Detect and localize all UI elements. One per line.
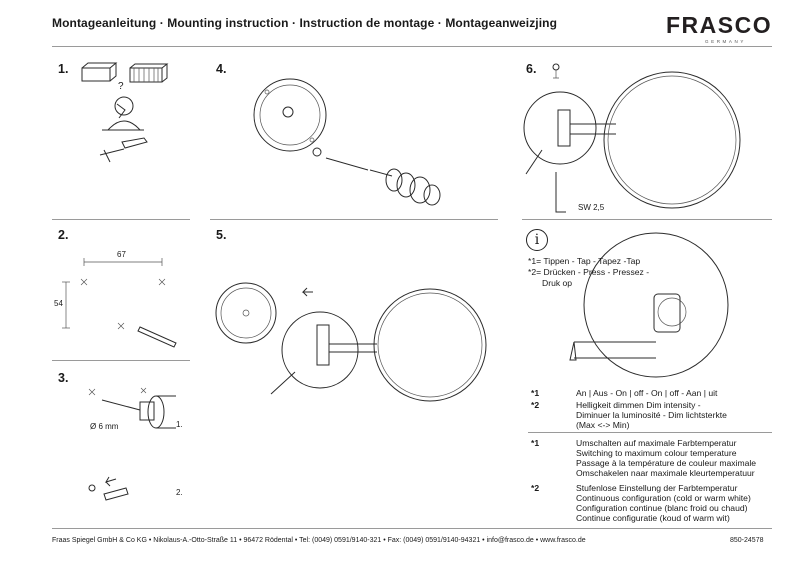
step3-substep-1: 1. bbox=[176, 420, 183, 429]
note-text: Passage à la température de couleur maxi… bbox=[576, 458, 757, 468]
note-text: Helligkeit dimmen Dim intensity - bbox=[576, 400, 701, 410]
note-text: Omschakelen naar maximale kleurtemperatu… bbox=[576, 468, 755, 478]
note-text: Stufenlose Einstellung der Farbtemperatu… bbox=[576, 483, 738, 493]
document-number: 850-24578 bbox=[730, 537, 764, 544]
step-number-3: 3. bbox=[58, 371, 69, 385]
step-number-1: 1. bbox=[58, 62, 69, 76]
divider-1-2 bbox=[52, 219, 190, 220]
note-text: Configuration continue (blanc froid ou c… bbox=[576, 503, 748, 513]
info-press-2: Druk op bbox=[542, 278, 573, 288]
wrench-size-label: SW 2,5 bbox=[578, 203, 605, 212]
step1-illustration bbox=[81, 62, 169, 163]
divider-4-5 bbox=[210, 219, 498, 220]
step6-illustration bbox=[523, 63, 741, 213]
divider-notes bbox=[528, 432, 772, 433]
info-illustration bbox=[569, 232, 729, 378]
note-text: Switching to maximum colour temperature bbox=[576, 448, 737, 458]
note-text: Continuous configuration (cold or warm w… bbox=[576, 493, 751, 503]
note-key: *1 bbox=[531, 388, 540, 398]
note-text: An | Aus - On | off - On | off - Aan | u… bbox=[576, 388, 718, 398]
note-text: Diminuer la luminosité - Dim lichtsterkt… bbox=[576, 410, 727, 420]
step-number-6: 6. bbox=[526, 62, 537, 76]
footer-address: Fraas Spiegel GmbH & Co KG • Nikolaus-A.… bbox=[52, 537, 586, 544]
info-tap: *1= Tippen - Tap - Tapez -Tap bbox=[528, 256, 641, 266]
step4-illustration bbox=[253, 78, 441, 206]
divider-6-info bbox=[522, 219, 772, 220]
brand-subtitle: GERMANY bbox=[705, 39, 746, 44]
note-key: *2 bbox=[531, 483, 540, 493]
divider-2-3 bbox=[52, 360, 190, 361]
note-text: Umschalten auf maximale Farbtemperatur bbox=[576, 438, 737, 448]
header-divider bbox=[52, 46, 772, 47]
drill-diameter-label: Ø 6 mm bbox=[90, 422, 119, 431]
step-number-2: 2. bbox=[58, 228, 69, 242]
template-height-label: 54 bbox=[54, 299, 63, 308]
question-mark: ? bbox=[118, 81, 124, 92]
brand-logo: FRASCO bbox=[666, 12, 773, 38]
info-press-1: *2= Drücken - Press - Pressez - bbox=[528, 267, 650, 277]
note-key: *2 bbox=[531, 400, 540, 410]
note-text: Continue configuratie (koud of warm wit) bbox=[576, 513, 730, 523]
page-title: Montageanleitung · Mounting instruction … bbox=[52, 16, 558, 30]
step-number-4: 4. bbox=[216, 62, 227, 76]
step-number-5: 5. bbox=[216, 228, 227, 242]
info-icon: i bbox=[526, 229, 548, 251]
step3-illustration bbox=[88, 387, 176, 501]
step2-illustration bbox=[62, 258, 177, 348]
template-width-label: 67 bbox=[117, 250, 126, 259]
step5-illustration bbox=[215, 282, 487, 402]
note-key: *1 bbox=[531, 438, 540, 448]
note-text: (Max <-> Min) bbox=[576, 420, 630, 430]
footer-divider bbox=[52, 528, 772, 529]
step3-substep-2: 2. bbox=[176, 488, 183, 497]
